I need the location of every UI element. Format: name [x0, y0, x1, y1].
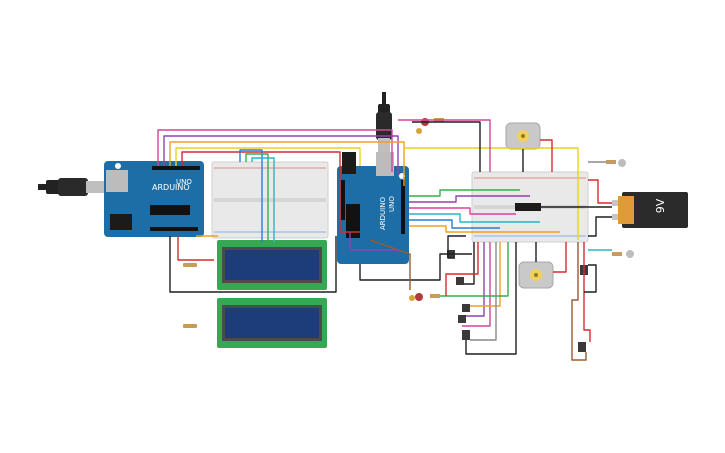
wire-orange: [169, 141, 405, 186]
wire-purple-ra: [349, 232, 400, 251]
led-mid-right[interactable]: [626, 250, 634, 258]
wire-red-motor2: [553, 242, 567, 273]
wire-blue-bus: [409, 219, 500, 229]
wire-red-motor1: [540, 139, 553, 172]
wire-black-battery: [588, 216, 612, 237]
push-button-7[interactable]: [458, 315, 466, 323]
resistor-bottom[interactable]: [430, 294, 440, 298]
battery-label: 9V: [654, 198, 667, 213]
resistor-lcd-1[interactable]: [183, 263, 197, 267]
wire-black-low2: [464, 242, 475, 285]
reset-button-icon[interactable]: [115, 163, 121, 169]
arduino-left-model-text: UNO: [176, 178, 192, 186]
sensor-small[interactable]: [409, 295, 415, 301]
lcd-display-1: [217, 240, 327, 290]
wire-green: [245, 153, 269, 242]
wire-cyan-bus: [409, 213, 540, 223]
wire-black-lcd: [169, 236, 337, 293]
led-top-right[interactable]: [618, 159, 626, 167]
wire-black-ra: [359, 253, 472, 281]
push-button-3[interactable]: [462, 330, 470, 340]
wire-red-battery: [588, 179, 612, 204]
wire-cyan: [251, 157, 275, 242]
wire-black-low1: [465, 242, 517, 355]
arduino-left-logo-text: ARDUINO: [152, 183, 190, 192]
wire-orange-bus: [409, 225, 560, 233]
wire-red-lcd: [177, 236, 214, 261]
push-button-6[interactable]: [462, 304, 470, 312]
arduino-right-model-text: UNO: [388, 196, 396, 212]
resistor-right-mid[interactable]: [612, 252, 622, 256]
wires: [157, 119, 612, 361]
motor-driver-ic: [515, 203, 541, 211]
usb-cable-right[interactable]: [376, 92, 392, 152]
push-button-4[interactable]: [456, 277, 464, 285]
resistor-lcd-2[interactable]: [183, 324, 197, 328]
push-button-2[interactable]: [578, 342, 586, 352]
buzzer[interactable]: [416, 128, 422, 134]
wire-red-top: [181, 151, 360, 233]
wire-green-bus: [409, 189, 520, 197]
wire-blue: [239, 149, 263, 242]
resistor-right-top[interactable]: [606, 160, 616, 164]
wire-purple: [163, 135, 399, 176]
arduino-uno-left[interactable]: ARDUINO UNO: [104, 161, 204, 237]
battery-9v: 9V: [612, 192, 688, 228]
arduino-right-logo-text: ARDUINO: [379, 197, 387, 230]
wire-yellow: [175, 147, 361, 166]
dc-motor-2: [518, 261, 554, 289]
dc-motor-1: [505, 122, 541, 150]
wire-black-btn1: [584, 264, 597, 293]
wire-brown-ra: [369, 239, 411, 290]
wire-pink-low: [462, 242, 491, 327]
wire-gray-low: [470, 242, 497, 341]
wire-orange-low: [470, 242, 501, 307]
wire-green-low: [440, 242, 509, 297]
wire-red-low: [445, 242, 479, 296]
wire-red-btn: [583, 242, 591, 342]
wire-purple-bus: [409, 195, 530, 203]
arduino-uno-right[interactable]: ARDUINO UNO: [337, 152, 409, 264]
wire-pink: [157, 129, 393, 172]
wire-brown-btn: [571, 242, 587, 361]
breadboard-left: [211, 161, 329, 239]
led-bottom[interactable]: [415, 293, 423, 301]
wire-pink-long: [398, 119, 491, 172]
wire-black-top: [412, 121, 481, 172]
wire-pink-bus: [409, 207, 516, 215]
wire-black-low3: [447, 235, 466, 259]
usb-cable-left[interactable]: [38, 178, 104, 196]
wire-purple-low: [466, 242, 485, 317]
wire-yellow-long: [404, 147, 579, 240]
lcd-display-2: [217, 298, 327, 348]
